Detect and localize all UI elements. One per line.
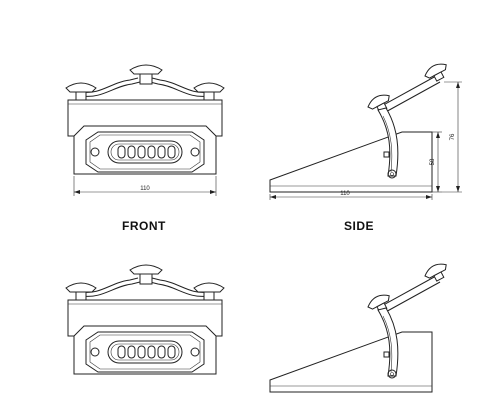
side-length-label: 110 xyxy=(340,191,350,197)
side-length-dimension: 110 xyxy=(269,191,433,200)
front-view-bottom xyxy=(65,264,225,375)
side-caption: SIDE xyxy=(344,219,375,233)
front-width-dimension: 110 xyxy=(73,176,217,196)
side-view-top xyxy=(269,59,452,193)
front-view-top xyxy=(65,64,225,175)
side-height-inner-dimension: 58 xyxy=(430,131,442,193)
front-width-label: 110 xyxy=(140,186,150,192)
side-height-total-dimension: 76 xyxy=(442,81,462,193)
side-view-bottom xyxy=(269,259,452,393)
front-caption: FRONT xyxy=(122,219,166,233)
side-height-total-label: 76 xyxy=(450,133,456,140)
side-height-inner-label: 58 xyxy=(430,158,436,165)
